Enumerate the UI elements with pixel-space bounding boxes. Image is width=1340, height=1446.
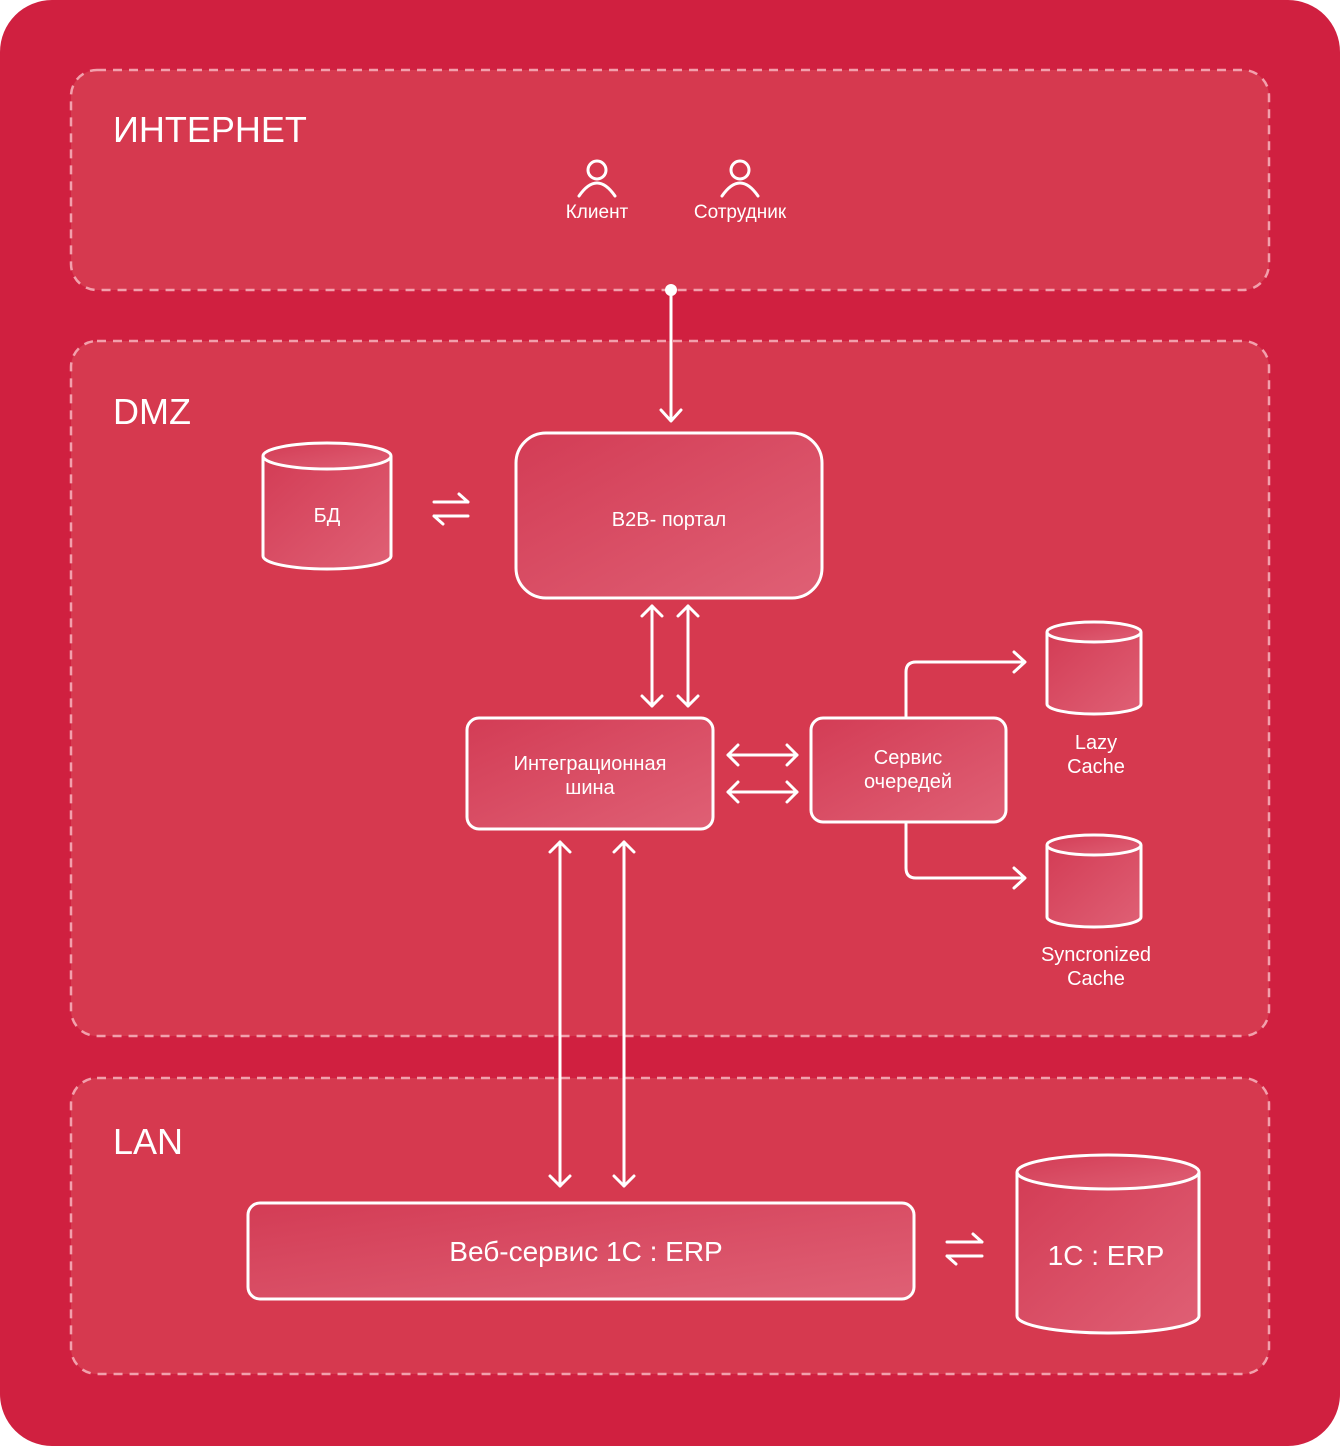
db-cylinder: БД: [261, 441, 393, 571]
db-portal-exchange-icon: [432, 492, 470, 526]
queue-service-label-line2: очередей: [864, 771, 952, 793]
sync-cache-label-line1: Syncronized: [1041, 944, 1151, 966]
sync-cache-label-line2: Cache: [1067, 968, 1125, 990]
b2b-portal-node: B2B- портал: [514, 431, 824, 600]
lazy-cache-label-line1: Lazy: [1075, 732, 1117, 754]
b2b-portal-label: B2B- портал: [612, 509, 726, 531]
queue-service-node: Сервис очередей: [809, 716, 1008, 824]
actor-client: Клиент: [566, 159, 629, 223]
queue-to-sync-cache-arrow: [904, 822, 1027, 890]
actor-client-label: Клиент: [566, 202, 629, 223]
db-label: БД: [314, 505, 341, 527]
actor-employee: Сотрудник: [694, 159, 787, 223]
bus-webservice-arrows: [548, 840, 636, 1188]
user-icon: [720, 159, 760, 198]
internet-to-portal-arrow: [659, 284, 683, 423]
zone-dmz-title: DMZ: [113, 391, 191, 432]
erp-label: 1С : ERP: [1048, 1240, 1165, 1271]
webservice-erp-exchange-icon: [945, 1232, 984, 1266]
integration-bus-label-line2: шина: [565, 777, 615, 799]
zone-internet: ИНТЕРНЕТ: [69, 68, 1271, 292]
actor-employee-label: Сотрудник: [694, 202, 787, 223]
lazy-cache-label-line2: Cache: [1067, 756, 1125, 778]
sync-cache-cylinder: Syncronized Cache: [1041, 833, 1151, 990]
queue-service-label-line1: Сервис: [874, 747, 943, 769]
zone-internet-title: ИНТЕРНЕТ: [113, 109, 307, 150]
zone-lan-title: LAN: [113, 1121, 183, 1162]
lazy-cache-cylinder: Lazy Cache: [1045, 620, 1143, 778]
webservice-label: Веб-сервис 1С : ERP: [449, 1236, 722, 1267]
queue-to-lazy-cache-arrow: [904, 650, 1027, 718]
portal-bus-arrows: [640, 604, 700, 708]
erp-cylinder: 1С : ERP: [1015, 1153, 1201, 1335]
bus-queue-arrows: [726, 743, 799, 804]
webservice-node: Веб-сервис 1С : ERP: [246, 1201, 916, 1301]
user-icon: [577, 159, 617, 198]
integration-bus-label-line1: Интеграционная: [514, 753, 667, 775]
integration-bus-node: Интеграционная шина: [465, 716, 715, 831]
